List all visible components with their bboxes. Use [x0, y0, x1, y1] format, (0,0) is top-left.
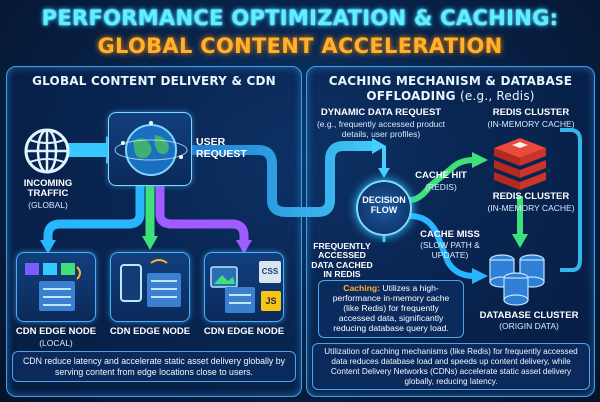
caching-panel-title-1: CACHING MECHANISM & DATABASE [328, 74, 573, 88]
global-network-tile [108, 112, 192, 186]
cdn-edge-node-assets: CSS JS [204, 252, 284, 322]
cdn-green-branch-head [142, 236, 158, 250]
cdn-panel-title: GLOBAL CONTENT DELIVERY & CDN [32, 74, 276, 88]
redis-mid-label: REDIS CLUSTER [492, 191, 570, 202]
incoming-traffic-sub: (GLOBAL) [28, 200, 68, 210]
dynamic-down-arrow-head [378, 168, 390, 178]
database-cluster-icon [489, 254, 545, 306]
edge-node-sub-1: (LOCAL) [39, 338, 73, 348]
cache-hit-arrow-head [472, 152, 488, 168]
cdn-edge-node-local [16, 252, 96, 322]
server-cubes-icon [25, 263, 81, 311]
cache-hit-label: CACHE HIT [415, 170, 467, 181]
mobile-server-icon [120, 259, 181, 307]
caching-explanation-label: Caching: [343, 283, 380, 293]
cache-hit-sub: (REDIS) [425, 182, 457, 192]
redis-mid-sub: (IN-MEMORY CACHE) [487, 203, 575, 213]
dynamic-request-sub: (e.g., frequently accessed product detai… [316, 119, 446, 139]
cache-miss-arrow [409, 213, 475, 279]
css-badge: CSS [259, 261, 281, 283]
edge-node-label-2: CDN EDGE NODE [109, 326, 191, 337]
caching-panel-title-offloading: OFFLOADING [366, 89, 456, 103]
database-sub: (ORIGIN DATA) [499, 321, 559, 331]
user-request-label: USER REQUEST [196, 136, 247, 160]
db-return-loop [560, 128, 582, 272]
caching-panel-title-2: OFFLOADING (e.g., Redis) [306, 89, 595, 103]
decision-flow-node: DECISION FLOW [356, 180, 412, 236]
cache-miss-label: CACHE MISS [420, 229, 480, 240]
caching-explanation: Caching: Utilizes a high-performance in-… [318, 280, 464, 338]
edge-node-label-3: CDN EDGE NODE [203, 326, 285, 337]
cache-miss-arrow-head [472, 268, 488, 284]
caching-explanation-text: Utilizes a high-performance in-memory ca… [332, 283, 450, 333]
js-badge: JS [261, 291, 281, 311]
frequently-accessed-label: FREQUENTLY ACCESSED DATA CACHED IN REDIS [311, 241, 373, 280]
cache-miss-sub: (SLOW PATH & UPDATE) [420, 240, 480, 260]
cdn-blue-branch [43, 172, 145, 244]
redis-cluster-icon [494, 138, 546, 190]
edge-node-label-1: CDN EDGE NODE [15, 326, 97, 337]
incoming-traffic-label: INCOMING TRAFFIC [23, 178, 73, 200]
user-request-flow-head [372, 138, 386, 154]
caching-footer-note: Utilization of caching mechanisms (like … [312, 343, 590, 391]
decision-flow-label: DECISION FLOW [362, 195, 406, 215]
network-globe-icon [114, 121, 188, 176]
redis-top-label: REDIS CLUSTER [492, 107, 570, 118]
wireframe-globe-icon [24, 128, 70, 174]
static-assets-icon [210, 266, 255, 313]
cdn-edge-node-mobile [110, 252, 190, 322]
cdn-purple-branch-head [236, 240, 252, 254]
title-line-2: GLOBAL CONTENT ACCELERATION [97, 34, 503, 58]
title-line-1: PERFORMANCE OPTIMIZATION & CACHING: [41, 6, 559, 30]
database-label: DATABASE CLUSTER [479, 310, 579, 321]
dynamic-request-label: DYNAMIC DATA REQUEST [320, 107, 442, 118]
redis-top-sub: (IN-MEMORY CACHE) [487, 119, 575, 129]
caching-panel-title-suffix: (e.g., Redis) [460, 89, 535, 103]
cache-hit-arrow [409, 157, 475, 203]
cdn-blue-branch-head [40, 240, 56, 254]
user-request-flow [190, 141, 374, 217]
cdn-purple-branch [155, 172, 249, 244]
cdn-footer-note: CDN reduce latency and accelerate static… [12, 351, 296, 383]
redis-to-db-arrow-head [512, 234, 528, 248]
caching-panel [306, 66, 595, 397]
